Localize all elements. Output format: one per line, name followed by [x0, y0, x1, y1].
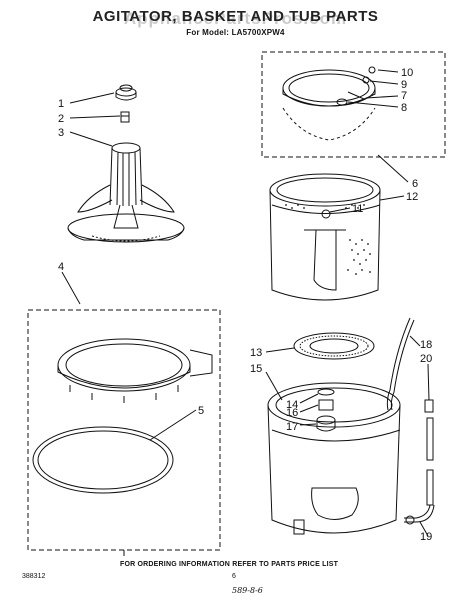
- callout-14: 14: [286, 399, 298, 411]
- callout-2: 2: [58, 113, 64, 125]
- callout-13: 13: [250, 347, 262, 359]
- balance-ring: [282, 69, 376, 141]
- agitator-nut: [120, 111, 130, 123]
- tub-ring: [57, 338, 213, 403]
- model-line: For Model: LA5700XPW4: [186, 28, 285, 37]
- agitator-cap: [115, 84, 137, 101]
- agitator-assembly: [67, 142, 185, 243]
- callout-8: 8: [401, 102, 407, 114]
- tub-seal-disk: [293, 332, 375, 360]
- handwritten-note: 589-8-6: [232, 586, 263, 595]
- callout-15: 15: [250, 363, 262, 375]
- callout-5: 5: [198, 405, 204, 417]
- hub-parts: [316, 388, 336, 432]
- callout-11: 11: [352, 203, 363, 215]
- document-number: 388312: [22, 573, 46, 580]
- balance-ring-hardware: [336, 66, 376, 106]
- callout-16: 16: [286, 407, 298, 419]
- callout-7: 7: [401, 90, 407, 102]
- callout-12: 12: [406, 191, 418, 203]
- watermark: AppliancePartsPros.com: [123, 9, 348, 28]
- callout-6: 6: [412, 178, 418, 190]
- callout-20: 20: [420, 353, 432, 365]
- callout-17: 17: [286, 421, 298, 433]
- page-number: 6: [232, 573, 236, 580]
- wash-basket: [269, 173, 381, 301]
- callout-19: 19: [420, 531, 432, 543]
- callout-3: 3: [58, 127, 64, 139]
- basket-perforations: [285, 204, 371, 275]
- page-title: AGITATOR, BASKET AND TUB PARTS: [92, 8, 379, 25]
- callout-4: 4: [58, 261, 64, 273]
- callout-10: 10: [401, 67, 413, 79]
- callout-1: 1: [58, 98, 64, 110]
- callout-9: 9: [401, 79, 407, 91]
- tub-ring-seal: [32, 426, 174, 494]
- drain-hose: [386, 317, 435, 525]
- ordering-note: FOR ORDERING INFORMATION REFER TO PARTS …: [120, 561, 339, 568]
- callout-18: 18: [420, 339, 432, 351]
